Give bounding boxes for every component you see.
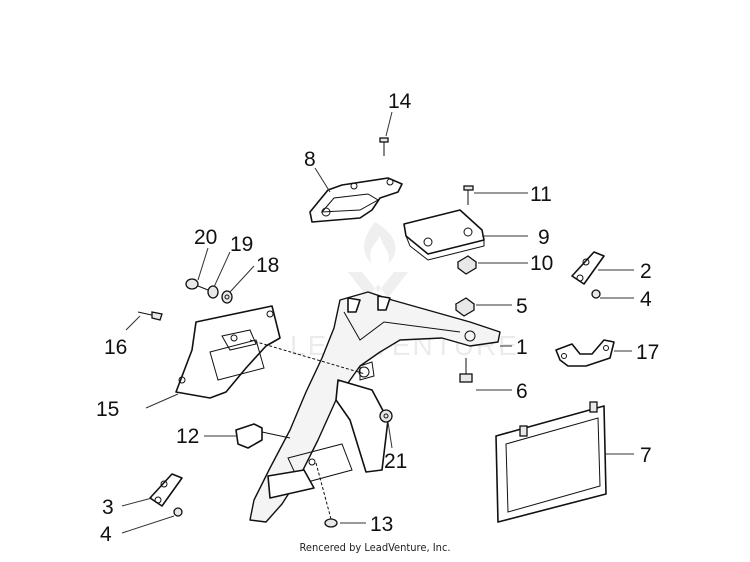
callout-2: 2 [640,260,652,283]
callout-3: 3 [102,496,114,519]
callout-15: 15 [96,398,119,421]
callout-labels: 14 8 11 9 10 5 1 6 7 2 4 17 16 15 20 19 … [96,90,659,546]
part-14-screw [379,137,389,156]
callout-7: 7 [640,444,652,467]
part-19-washer [207,285,219,299]
part-10-clip-nut [456,255,478,275]
part-3-strap-bracket [149,473,183,507]
part-8-bracket [309,177,403,223]
part-11-screw [463,185,474,205]
part-9-plate [403,209,485,261]
part-17-battery-clamp [555,339,615,367]
callout-5: 5 [516,295,528,318]
part-4-washer-right [591,289,601,299]
callout-14: 14 [388,90,412,113]
callout-21: 21 [384,450,407,473]
part-2-strap-bracket [571,251,605,285]
callout-18: 18 [256,254,279,277]
part-1-rear-fender [249,291,501,523]
callout-4-right: 4 [640,288,652,311]
part-4-washer-left [173,507,183,517]
part-13-washer [315,462,338,528]
callout-16: 16 [104,336,127,359]
part-5-clip-nut [454,297,476,317]
callout-17: 17 [636,341,659,364]
callout-13: 13 [370,513,393,536]
callout-11: 11 [530,183,552,206]
part-6-bolt [459,358,473,383]
callout-9: 9 [538,226,550,249]
callout-12: 12 [176,425,199,448]
callout-20: 20 [194,226,217,249]
callout-8: 8 [304,148,316,171]
callout-10: 10 [530,252,553,275]
part-18-washer [221,290,233,304]
part-16-push-pin [137,311,163,321]
part-15-license-plate-holder [175,305,366,399]
leader-lines [121,111,634,534]
callout-1: 1 [516,336,528,359]
callout-6: 6 [516,380,528,403]
part-7-battery [495,401,607,523]
part-20-screw [185,278,209,291]
part-21-nut [379,409,393,423]
callout-19: 19 [230,233,253,256]
render-credit: Rencered by LeadVenture, Inc. [299,541,451,554]
callout-4-left: 4 [100,523,112,546]
part-12-reflector [235,423,291,449]
